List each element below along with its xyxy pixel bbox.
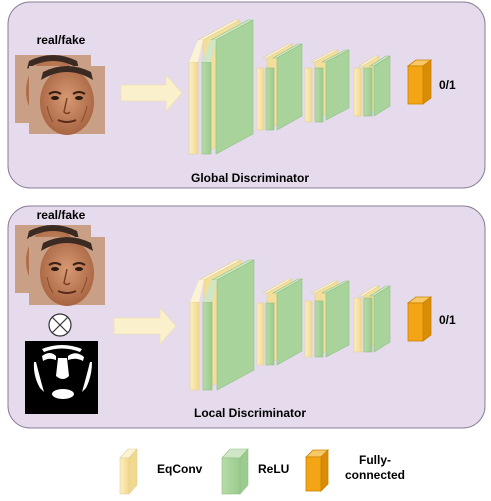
global-layer-1: [188, 19, 254, 155]
legend-eqconv-swatch: [119, 448, 138, 495]
global-output-label: 0/1: [439, 78, 456, 92]
global-panel-title: Global Discriminator: [191, 171, 309, 185]
legend: EqConv ReLU Fully- connected: [119, 448, 405, 495]
local-panel-title: Local Discriminator: [194, 406, 306, 420]
global-fully-connected-block: [406, 59, 433, 105]
local-relu-block-2: [265, 278, 304, 366]
global-layer-4: [353, 55, 392, 117]
local-relu-block-4: [363, 285, 392, 353]
legend-eqconv-label: EqConv: [157, 462, 203, 476]
local-relu-block-3: [314, 280, 350, 358]
global-face-stack: [14, 54, 106, 136]
legend-fully-connected-label-line2: connected: [345, 468, 405, 482]
local-relu-block-1: [202, 259, 255, 391]
global-layer-2: [256, 43, 304, 131]
global-relu-block-3: [314, 49, 350, 123]
legend-relu-label: ReLU: [258, 462, 289, 476]
local-layer-2: [256, 278, 304, 366]
local-layer-4: [353, 285, 392, 353]
global-relu-block-4: [363, 55, 392, 117]
global-input-arrow: [120, 73, 183, 113]
global-input-label: real/fake: [37, 33, 86, 47]
local-layer-1: [189, 259, 255, 391]
legend-fully-connected-label-line1: Fully-: [359, 453, 391, 467]
legend-fully-connected-swatch: [305, 449, 329, 492]
local-input-label: real/fake: [37, 208, 86, 222]
local-fully-connected-block: [406, 296, 433, 342]
global-layer-3: [304, 49, 350, 123]
local-output-label: 0/1: [439, 313, 456, 327]
face-mask-image: [25, 341, 98, 414]
legend-relu-swatch: [221, 448, 249, 495]
local-layer-3: [304, 280, 350, 358]
multiply-operator-icon: [48, 313, 72, 337]
global-relu-block-2: [265, 43, 304, 131]
local-input-arrow: [113, 306, 177, 346]
global-relu-block-1: [201, 19, 254, 155]
